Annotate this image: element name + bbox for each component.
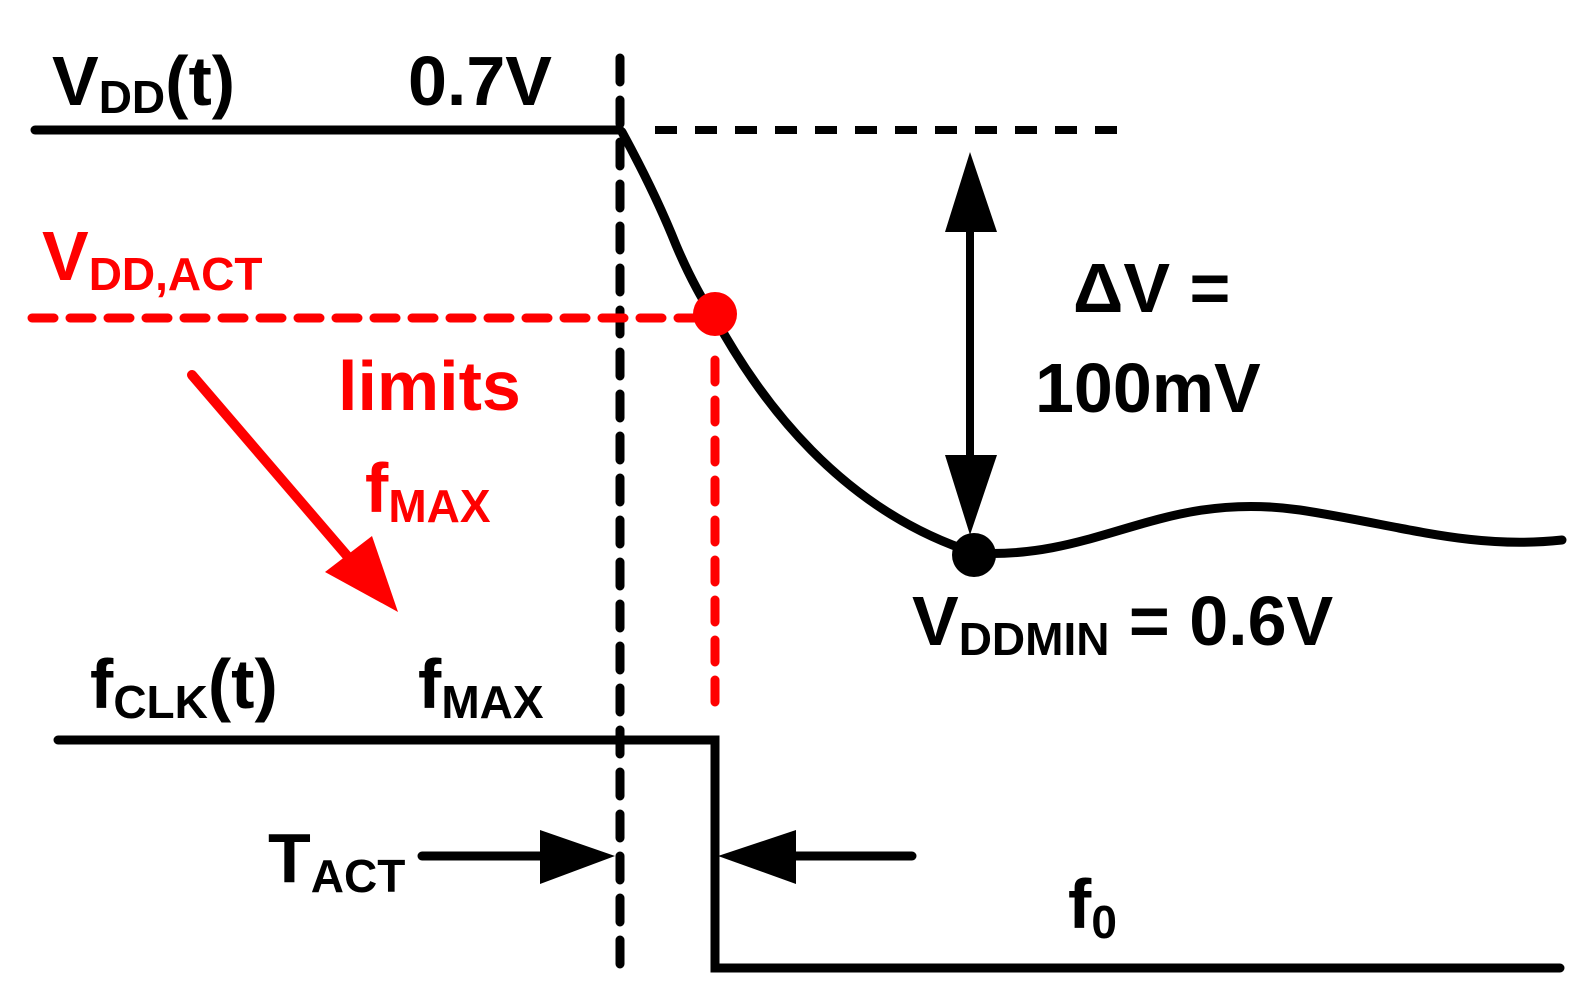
fmax-red-label: fMAX [365, 449, 491, 532]
vdd-label: VDD(t) [52, 42, 235, 123]
fclk-label: fCLK(t) [90, 645, 278, 728]
vdd-value-label: 0.7V [408, 42, 552, 120]
vdd-droop-curve [617, 127, 1567, 558]
vdd-act-point [693, 292, 737, 336]
vddmin-point [952, 533, 996, 577]
delta-v-label-line2: 100mV [1035, 349, 1261, 427]
limits-arrow [187, 370, 398, 612]
vddmin-label: VDDMIN = 0.6V [912, 582, 1334, 665]
fmax-black-label: fMAX [418, 645, 544, 728]
fclk-waveform [53, 735, 1565, 973]
tact-label: TACT [268, 819, 405, 902]
f0-label: f0 [1068, 865, 1117, 948]
tact-left-arrow [417, 830, 615, 884]
delta-v-double-arrow [945, 152, 997, 535]
vdd-act-label: VDD,ACT [42, 217, 262, 300]
limits-label: limits [338, 347, 521, 425]
tact-right-arrow [718, 830, 917, 884]
delta-v-label-line1: ΔV = [1073, 249, 1230, 327]
